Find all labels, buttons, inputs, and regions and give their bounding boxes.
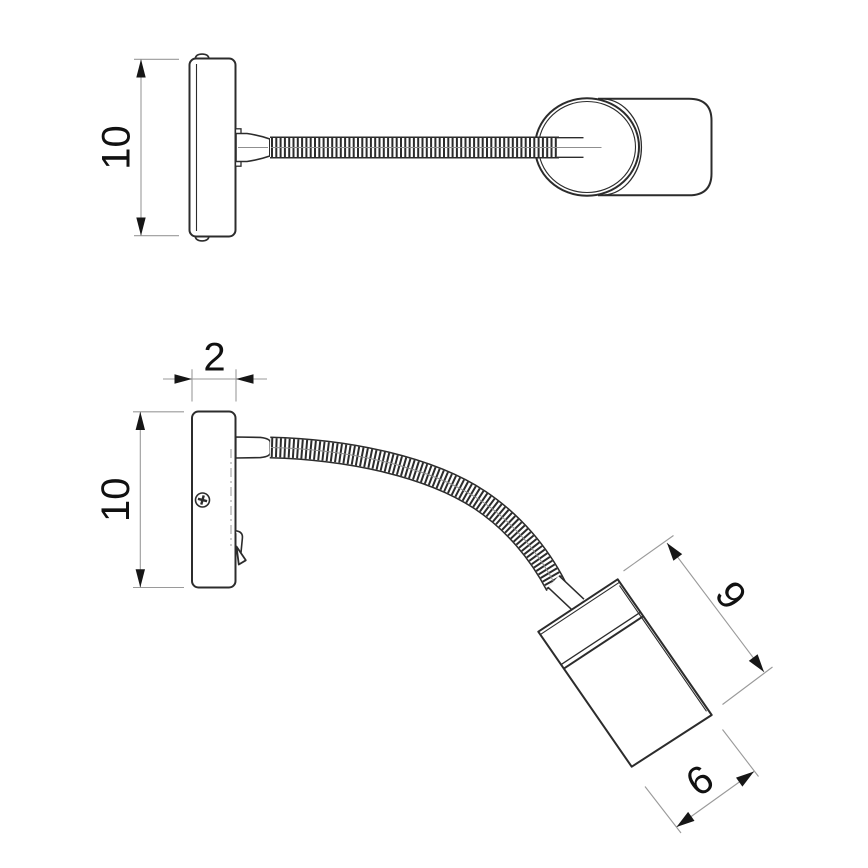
arm-cone-connector (235, 436, 272, 459)
arrowhead-upper (667, 543, 683, 561)
arrowhead-left (236, 374, 254, 384)
arrowhead-lower (748, 654, 764, 672)
wall-plate-side (188, 53, 237, 242)
head-edge-inner-line (619, 585, 707, 712)
switch-lever (235, 545, 247, 566)
switch-body (235, 530, 244, 553)
view-arm-bent: 2 10 (94, 336, 773, 834)
extension-line (623, 535, 674, 572)
dim-label-head-length: 9 (706, 573, 755, 617)
head-seam-line-1 (560, 611, 641, 666)
arrowhead-right (174, 374, 192, 384)
extension-line (644, 786, 682, 834)
plate-bottom-screw-bump (194, 236, 210, 242)
extension-line (722, 666, 773, 705)
lamp-head-cylinder (534, 97, 713, 197)
arrowhead-up (136, 59, 146, 78)
dimension-line (666, 542, 765, 673)
head-cap-inner-line (540, 581, 620, 635)
extension-line (722, 729, 759, 777)
gooseneck-arm-bent (269, 436, 566, 592)
head-cap-junction-arc (603, 98, 643, 196)
gooseneck-seam-line (270, 447, 557, 587)
lamp-head-front (537, 578, 713, 768)
wall-plate-body (191, 410, 237, 589)
wall-plate-front (191, 410, 247, 589)
screw-cross-icon (197, 495, 208, 505)
arrowhead-down (135, 569, 145, 588)
dim-label-plate-depth: 2 (203, 336, 225, 380)
dim-plate-height-top: 10 (95, 58, 179, 237)
dim-label-plate-height-bottom: 10 (94, 478, 138, 523)
dim-label-head-diameter: 6 (678, 757, 722, 806)
plate-top-screw-bump (194, 53, 210, 59)
dim-label-plate-height-top: 10 (95, 125, 139, 170)
head-seam-line-2 (563, 615, 644, 670)
dim-plate-height-bottom: 10 (94, 411, 184, 589)
view-arm-straight: 10 (95, 53, 713, 242)
head-neck-connector (547, 575, 585, 612)
head-body (537, 578, 713, 768)
mounting-screw (194, 492, 211, 508)
arrowhead-upper (736, 771, 754, 787)
arrowhead-down (136, 217, 146, 236)
power-switch (235, 530, 247, 566)
arrowhead-lower (676, 811, 695, 827)
arrowhead-up (135, 411, 145, 430)
dim-plate-depth: 2 (163, 336, 267, 402)
